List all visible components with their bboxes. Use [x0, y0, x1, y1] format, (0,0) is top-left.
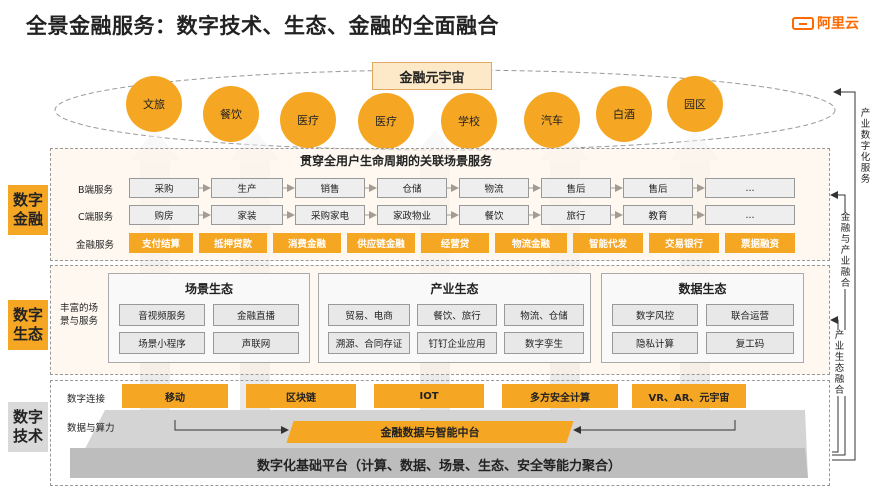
b2c-item: 旅行 — [541, 205, 611, 225]
row-label-connect: 数字连接 — [67, 394, 106, 405]
tech-capability-mobile: 移动 — [122, 384, 228, 408]
page-title: 全景金融服务：数字技术、生态、金融的全面融合 — [26, 14, 499, 38]
ecology-item: 金融直播 — [213, 304, 299, 326]
scene-bubble-auto: 汽车 — [524, 92, 580, 148]
group-title: 产业生态 — [430, 282, 479, 296]
b2c-item: 家装 — [211, 205, 283, 225]
row-label-finance: 金融服务 — [76, 240, 115, 251]
platform-label: 数字化基础平台（计算、数据、场景、生态、安全等能力聚合） — [256, 458, 621, 474]
b2b-item: 售后 — [623, 178, 693, 198]
row-label-compute: 数据与算力 — [67, 423, 115, 434]
scene-bubble-medical-1: 医疗 — [280, 92, 336, 148]
metaverse-title: 金融元宇宙 — [372, 62, 492, 90]
ecology-item: 溯源、合同存证 — [328, 332, 410, 354]
b2c-item: 购房 — [129, 205, 199, 225]
ecology-item: 隐私计算 — [612, 332, 698, 354]
b2b-item: 仓储 — [377, 178, 447, 198]
group-title: 数据生态 — [678, 282, 727, 296]
b2c-item: 教育 — [623, 205, 693, 225]
row-label-b2c: C端服务 — [78, 212, 114, 223]
scene-bubble-school: 学校 — [441, 93, 497, 149]
scene-bubble-culture-travel: 文旅 — [126, 76, 182, 132]
ecology-item: 数字风控 — [612, 304, 698, 326]
ecology-item: 物流、仓储 — [504, 304, 584, 326]
finance-service-item: 消费金融 — [273, 233, 341, 253]
ecology-note: 丰富的场 景与服务 — [60, 303, 99, 327]
right-label-industry-digital: 产业数字化服务 — [859, 108, 872, 185]
b2c-item: 采购家电 — [295, 205, 365, 225]
scene-ecology-group: 场景生态 音视频服务 金融直播 场景小程序 声联网 — [108, 273, 310, 363]
tech-capability-iot: IOT — [374, 384, 484, 408]
tech-capability-mpc: 多方安全计算 — [502, 384, 618, 408]
b2b-item: 生产 — [211, 178, 283, 198]
right-label-industry-ecology: 产业生态融合 — [833, 330, 846, 396]
row-label-b2b: B端服务 — [78, 185, 114, 196]
b2c-item: 家政物业 — [377, 205, 447, 225]
digital-finance-label: 数字 金融 — [8, 185, 48, 235]
right-label-finance-industry: 金融与产业融合 — [839, 212, 852, 289]
ecology-item: 贸易、电商 — [328, 304, 410, 326]
digital-tech-panel — [50, 380, 830, 486]
b2b-item: 销售 — [295, 178, 365, 198]
finance-header: 贯穿全用户生命周期的关联场景服务 — [300, 154, 493, 168]
finance-service-item: 支付结算 — [129, 233, 193, 253]
scene-bubble-liquor: 白酒 — [596, 86, 652, 142]
ecology-item: 复工码 — [706, 332, 794, 354]
aliyun-logo-icon — [792, 16, 814, 30]
scene-bubble-catering: 餐饮 — [203, 86, 259, 142]
digital-tech-label: 数字 技术 — [8, 402, 48, 452]
tech-capability-blockchain: 区块链 — [246, 384, 356, 408]
b2c-item: ... — [705, 205, 795, 225]
tech-capability-vr-ar: VR、AR、元宇宙 — [632, 384, 746, 408]
ecology-item: 声联网 — [213, 332, 299, 354]
digital-ecology-label: 数字 生态 — [8, 300, 48, 350]
industry-ecology-group: 产业生态 贸易、电商 餐饮、旅行 物流、仓储 溯源、合同存证 钉钉企业应用 数字… — [318, 273, 591, 363]
b2b-item: 售后 — [541, 178, 611, 198]
ecology-item: 场景小程序 — [119, 332, 205, 354]
finance-service-item: 抵押贷款 — [199, 233, 267, 253]
data-ecology-group: 数据生态 数字风控 联合运营 隐私计算 复工码 — [601, 273, 804, 363]
ecology-item: 钉钉企业应用 — [417, 332, 497, 354]
finance-service-item: 票据融资 — [725, 233, 795, 253]
finance-service-item: 智能代发 — [573, 233, 643, 253]
ecology-item: 餐饮、旅行 — [417, 304, 497, 326]
b2b-item: 物流 — [459, 178, 529, 198]
finance-service-item: 经营贷 — [421, 233, 489, 253]
finance-service-item: 交易银行 — [649, 233, 719, 253]
finance-service-item: 供应链金融 — [347, 233, 415, 253]
ecology-item: 数字孪生 — [504, 332, 584, 354]
scene-bubble-medical-2: 医疗 — [358, 93, 414, 149]
b2b-item: 采购 — [129, 178, 199, 198]
b2c-item: 餐饮 — [459, 205, 529, 225]
ecology-item: 联合运营 — [706, 304, 794, 326]
logo-text: 阿里云 — [817, 16, 859, 32]
b2b-item: ... — [705, 178, 795, 198]
ecology-item: 音视频服务 — [119, 304, 205, 326]
brand-logo: 阿里云 — [792, 13, 859, 33]
scene-bubble-park: 园区 — [667, 76, 723, 132]
group-title: 场景生态 — [184, 282, 233, 296]
finance-service-item: 物流金融 — [495, 233, 567, 253]
data-center-label: 金融数据与智能中台 — [380, 426, 480, 439]
